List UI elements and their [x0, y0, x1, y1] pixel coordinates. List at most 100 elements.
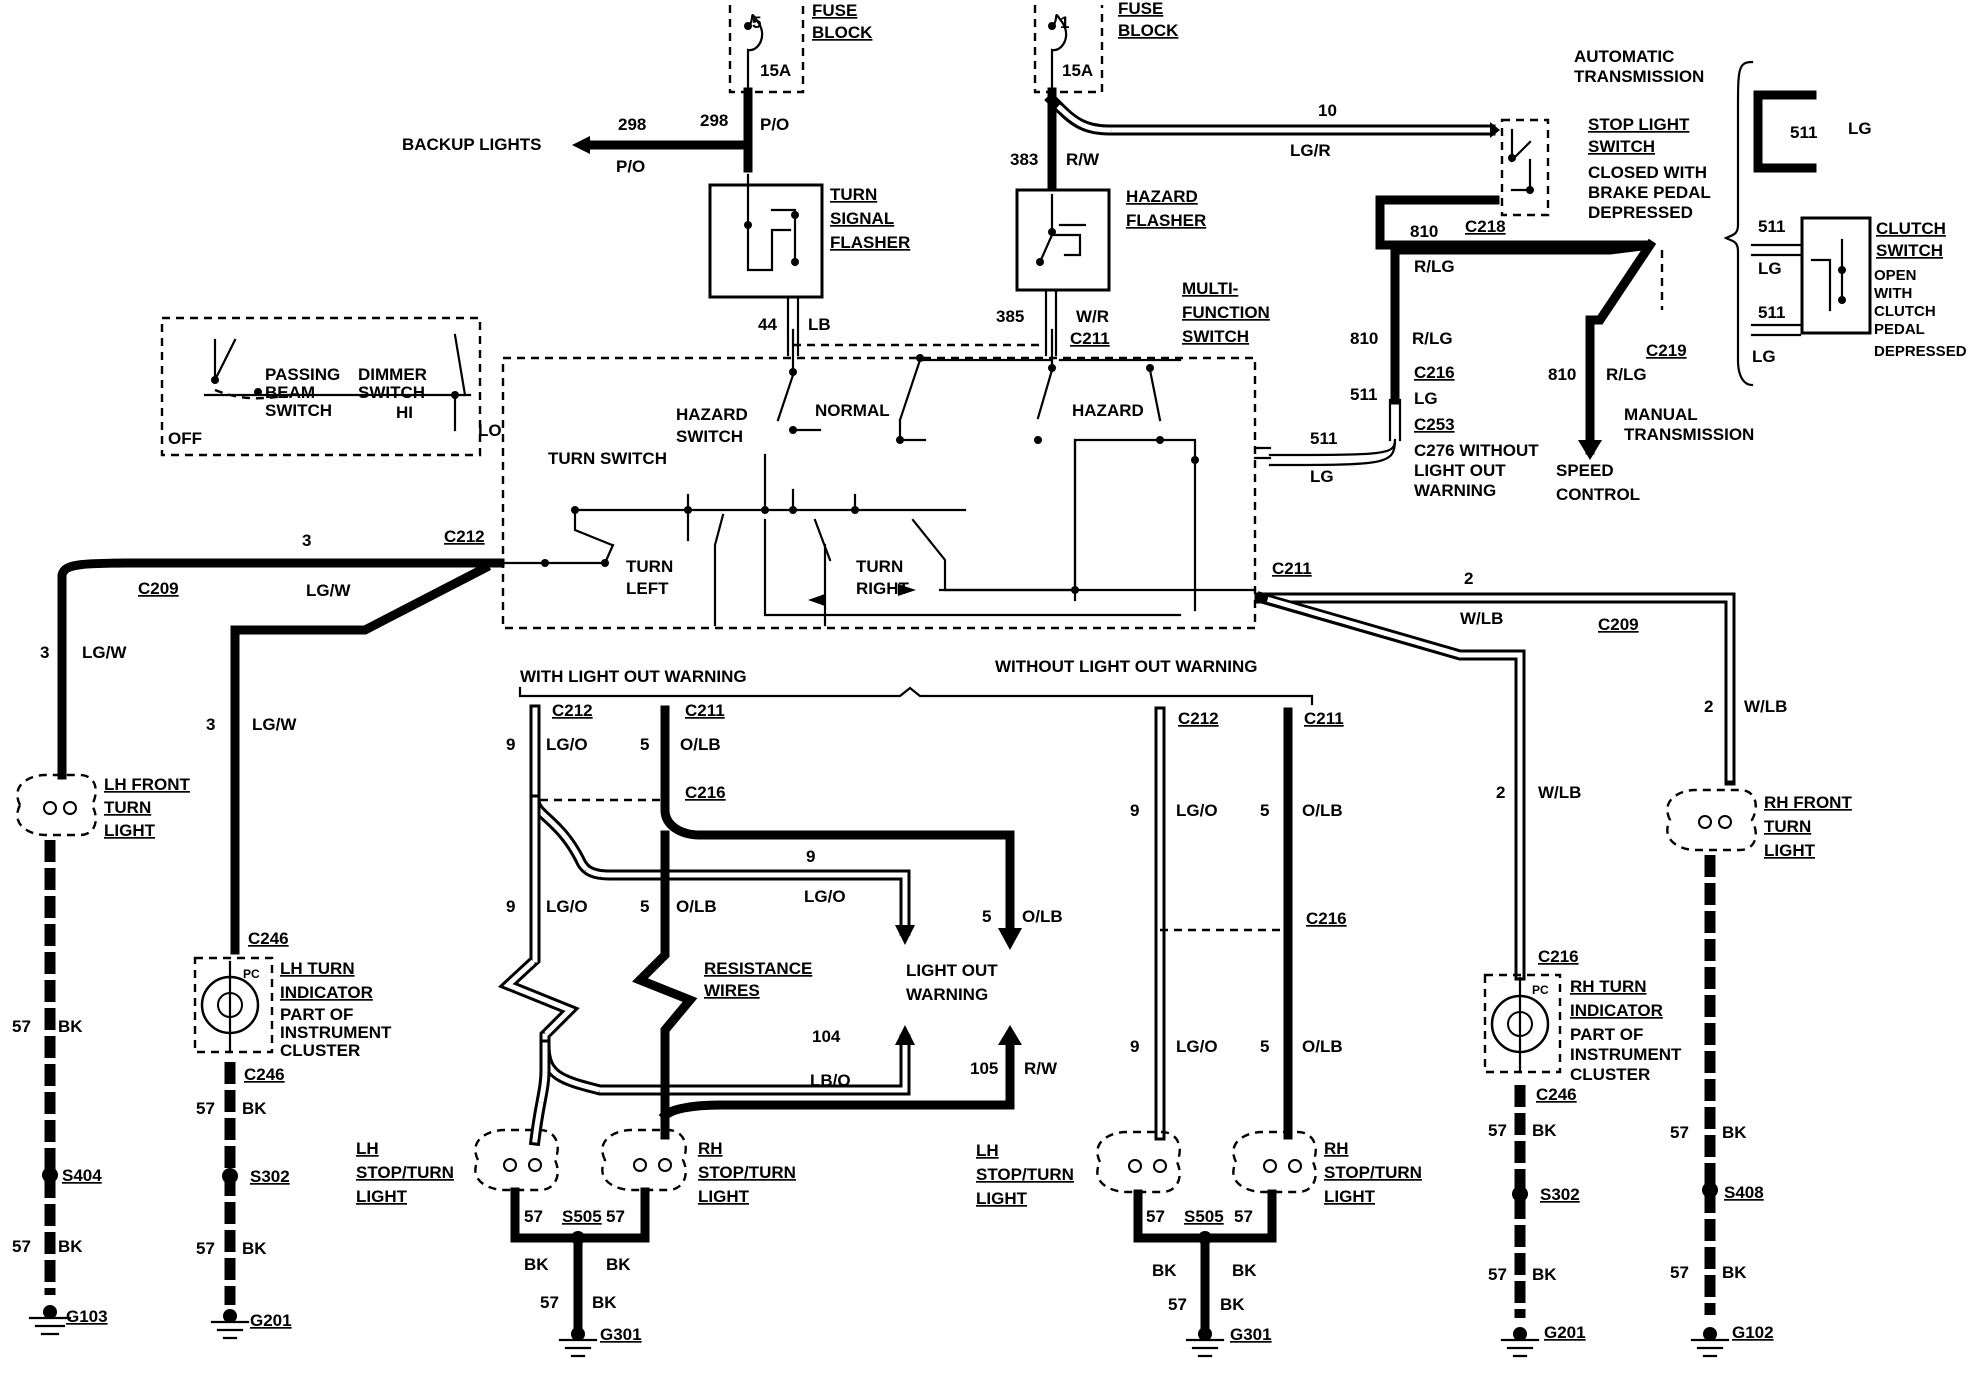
circuit-57-rhi-b: 57	[1488, 1265, 1507, 1284]
rh-stop-nlo-l1: RH	[1324, 1139, 1349, 1158]
color-w-lb-ri: W/LB	[1538, 783, 1581, 802]
lh-stop-nlo-l2: STOP/TURN	[976, 1165, 1074, 1184]
color-rw: R/W	[1066, 150, 1100, 169]
conn-c218: C218	[1465, 217, 1506, 236]
lh-stop-turn-light-nlo: LH STOP/TURN LIGHT	[976, 1130, 1181, 1208]
circuit-9-nlo-a: 9	[1130, 801, 1139, 820]
color-lg-o-wlo-c: LG/O	[546, 897, 588, 916]
color-lg-w-mid: LG/W	[252, 715, 297, 734]
fuse-right-cavity: 1	[1060, 13, 1069, 32]
conn-c216-nlo: C216	[1306, 909, 1347, 928]
clutch-note-l5: DEPRESSED	[1874, 343, 1967, 360]
lh-stop-nlo-l1: LH	[976, 1141, 999, 1160]
conn-c211-wlo: C211	[685, 701, 725, 720]
lh-cluster-l1: PART OF	[280, 1005, 353, 1024]
rh-stop-nlo-l2: STOP/TURN	[1324, 1163, 1422, 1182]
color-o-lb-nlo-a: O/LB	[1302, 801, 1343, 820]
ground-g301-wlo	[558, 1327, 598, 1358]
rh-stop-wlo-l2: STOP/TURN	[698, 1163, 796, 1182]
turn-flasher-l2: SIGNAL	[830, 209, 894, 228]
color-lg-r: LG/R	[1290, 141, 1331, 160]
clutch-l2: SWITCH	[1876, 241, 1943, 260]
lh-stop-nlo-l3: LIGHT	[976, 1189, 1028, 1208]
backup-lights-arrow	[572, 136, 590, 154]
lo-warning-l2: WARNING	[906, 985, 988, 1004]
ground-g103	[28, 1305, 72, 1336]
rh-stop-wlo-l3: LIGHT	[698, 1187, 750, 1206]
circuit-810-c: 810	[1548, 365, 1576, 384]
circuit-511-c: 511	[1758, 217, 1785, 236]
lh-front-l3: LIGHT	[104, 821, 156, 840]
clutch-note-l1: OPEN	[1874, 267, 1917, 284]
lh-stop-wlo-l2: STOP/TURN	[356, 1163, 454, 1182]
hi-label: HI	[396, 403, 413, 422]
lh-stop-wlo-l3: LIGHT	[356, 1187, 408, 1206]
color-o-lb-wlo-a: O/LB	[680, 735, 721, 754]
stop-switch-arrow	[1490, 122, 1500, 138]
lh-ind-l2: INDICATOR	[280, 983, 373, 1002]
splice-s505-nlo: S505	[1184, 1207, 1224, 1226]
circuit-3-top: 3	[302, 531, 311, 550]
conn-c216-wlo: C216	[685, 783, 726, 802]
ground-g301-wlo-label: G301	[600, 1325, 642, 1344]
stop-switch-l1: STOP LIGHT	[1588, 115, 1690, 134]
circuit-105: 105	[970, 1059, 998, 1078]
multi-fn-l3: SWITCH	[1182, 327, 1249, 346]
turn-left-l2: LEFT	[626, 579, 669, 598]
color-rw-105: R/W	[1024, 1059, 1058, 1078]
conn-c212-wlo: C212	[552, 701, 593, 720]
hazard-flasher-l2: FLASHER	[1126, 211, 1206, 230]
splice-s408: S408	[1724, 1183, 1764, 1202]
circuit-9-wlo-a: 9	[506, 735, 515, 754]
color-lg-box: LG	[1848, 119, 1872, 138]
passing-beam-l3: SWITCH	[265, 401, 332, 420]
color-bk-wlo-a: BK	[524, 1255, 549, 1274]
circuit-3-mid: 3	[206, 715, 215, 734]
circuit-383: 383	[1010, 150, 1038, 169]
c276-l1: C276 WITHOUT	[1414, 441, 1539, 460]
circuit-2-rf: 2	[1704, 697, 1713, 716]
circuit-57-wlo-b: 57	[606, 1207, 625, 1226]
color-w-lb-top: W/LB	[1460, 609, 1503, 628]
circuit-9-wlo-c: 9	[506, 897, 515, 916]
color-bk-wlo-c: BK	[592, 1293, 617, 1312]
c276-l2: LIGHT OUT	[1414, 461, 1506, 480]
ground-g301-nlo-label: G301	[1230, 1325, 1272, 1344]
clutch-l1: CLUTCH	[1876, 219, 1946, 238]
splice-s302-lh: S302	[250, 1167, 290, 1186]
rh-turn-indicator: PC RH TURN INDICATOR PART OF INSTRUMENT …	[1483, 973, 1682, 1084]
circuit-44: 44	[758, 315, 777, 334]
color-bk-lf-b: BK	[58, 1237, 83, 1256]
circuit-57-rhi-a: 57	[1488, 1121, 1507, 1140]
color-po-a: P/O	[616, 157, 645, 176]
stop-switch-l2: SWITCH	[1588, 137, 1655, 156]
rh-stop-turn-light-nlo: RH STOP/TURN LIGHT	[1232, 1130, 1422, 1206]
hazard-label: HAZARD	[1072, 401, 1144, 420]
conn-c211-right: C211	[1272, 559, 1312, 578]
circuit-511-b: 511	[1310, 429, 1337, 448]
color-lg-b: LG	[1310, 467, 1334, 486]
splice-s505-wlo: S505	[562, 1207, 602, 1226]
rh-stop-nlo-l3: LIGHT	[1324, 1187, 1376, 1206]
color-lg-o-wlo-a: LG/O	[546, 735, 588, 754]
ground-g102	[1690, 1327, 1730, 1358]
pc-left: PC	[243, 967, 260, 981]
conn-c211-nlo: C211	[1304, 709, 1344, 728]
circuit-511-a: 511	[1350, 385, 1377, 404]
circuit-57-lf-b: 57	[12, 1237, 31, 1256]
circuit-385: 385	[996, 307, 1024, 326]
lh-stop-wlo-l1: LH	[356, 1139, 379, 1158]
splice-s505-nlo-dot	[1198, 1231, 1212, 1245]
conn-c246-rh: C246	[1536, 1085, 1577, 1104]
lo-warning-l1: LIGHT OUT	[906, 961, 998, 980]
color-lb: LB	[808, 315, 831, 334]
circuit-5-nlo-a: 5	[1260, 801, 1269, 820]
circuit-57-lf-a: 57	[12, 1017, 31, 1036]
conn-c246-lh-top: C246	[248, 929, 289, 948]
turn-flasher-l3: FLASHER	[830, 233, 910, 252]
lh-cluster-l2: INSTRUMENT	[280, 1023, 392, 1042]
color-bk-rhi-a: BK	[1532, 1121, 1557, 1140]
color-bk-wlo-b: BK	[606, 1255, 631, 1274]
color-r-lg-a: R/LG	[1414, 257, 1455, 276]
lo-arrow-9	[895, 925, 915, 945]
